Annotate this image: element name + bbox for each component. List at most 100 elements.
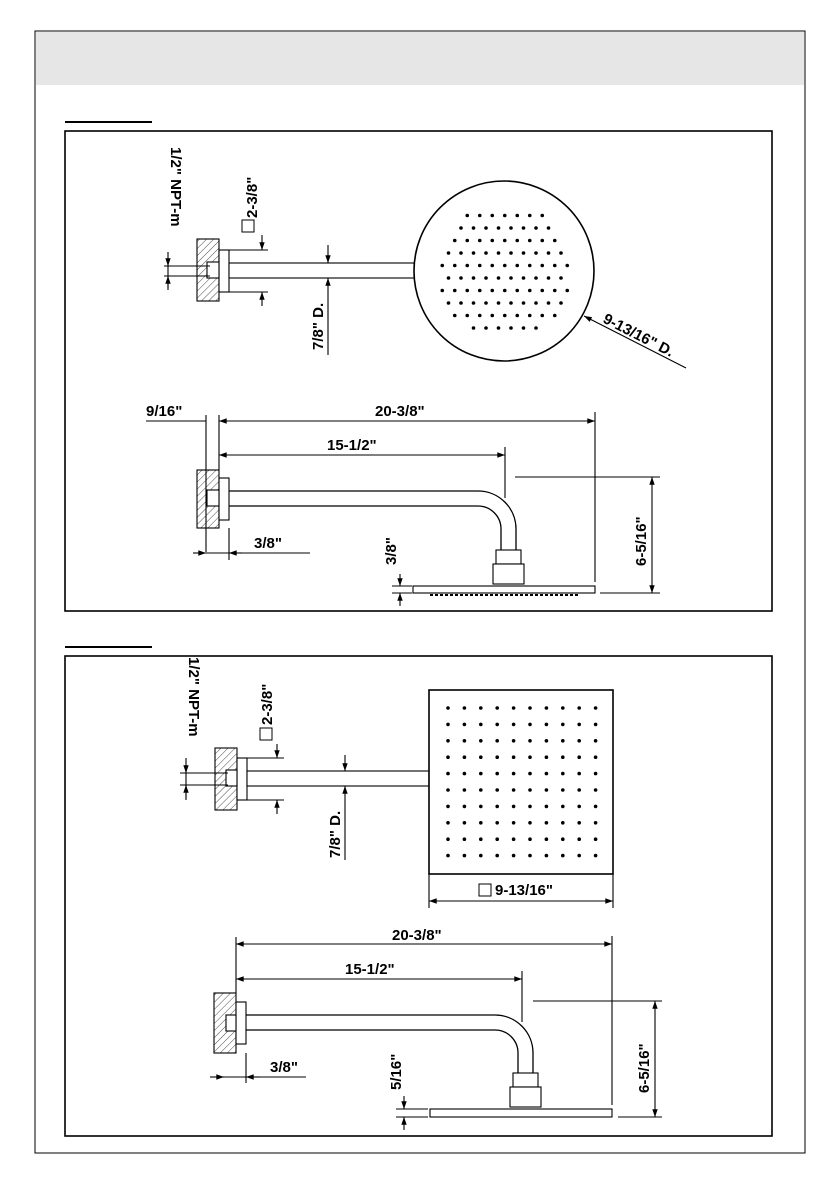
nozzle-hole — [497, 226, 501, 230]
nozzle-hole — [479, 837, 483, 841]
nozzle-hole — [522, 251, 526, 255]
nozzle-hole — [553, 314, 557, 318]
nozzle-hole — [594, 755, 598, 759]
nozzle-hole — [479, 706, 483, 710]
nozzle-hole — [472, 326, 476, 330]
nozzle-hole — [561, 723, 565, 727]
nozzle-hole — [540, 239, 544, 243]
nozzle-hole — [577, 788, 581, 792]
nozzle-hole — [577, 755, 581, 759]
head-thickness-label: 3/8" — [383, 537, 400, 565]
nozzle-hole — [594, 772, 598, 776]
nozzle-hole — [540, 214, 544, 218]
nozzle-hole — [453, 264, 457, 268]
drop-label: 6-5/16" — [633, 516, 650, 566]
nozzle-hole — [528, 239, 532, 243]
nozzle-hole — [465, 289, 469, 293]
nozzle-hole — [463, 706, 467, 710]
panel-round-head: 1/2" NPT-m 2-3/8" 7/8" D. 9-13/16" D. — [65, 122, 772, 611]
nozzle-hole — [512, 854, 516, 858]
nozzle-hole — [528, 706, 532, 710]
nozzle-hole — [484, 326, 488, 330]
nozzle-hole — [559, 301, 563, 305]
nozzle-hole — [472, 251, 476, 255]
nozzle-hole — [490, 289, 494, 293]
nozzle-hole — [503, 289, 507, 293]
top-view — [180, 690, 613, 908]
drop-label: 6-5/16" — [636, 1043, 653, 1093]
nozzle-hole — [512, 755, 516, 759]
nozzle-hole — [472, 276, 476, 280]
nozzle-hole — [577, 723, 581, 727]
nozzle-hole — [512, 837, 516, 841]
nozzle-hole — [512, 821, 516, 825]
arm-length-label: 15-1/2" — [345, 961, 395, 978]
thread-label: 1/2" NPT-m — [167, 147, 184, 227]
head-diameter-label: 9-13/16" D. — [600, 310, 676, 360]
nozzle-hole — [509, 301, 513, 305]
nozzle-hole — [534, 276, 538, 280]
nozzle-hole — [559, 276, 563, 280]
nozzle-hole — [561, 837, 565, 841]
nozzle-hole — [497, 251, 501, 255]
nozzle-hole — [577, 706, 581, 710]
nozzle-hole — [453, 239, 457, 243]
wall-flange — [236, 1002, 246, 1044]
swivel-joint — [510, 1087, 541, 1107]
square-symbol — [242, 220, 254, 232]
nozzle-hole — [440, 289, 444, 293]
arm-diameter-label: 7/8" D. — [327, 811, 344, 858]
nozzle-hole — [528, 314, 532, 318]
arm-length-label: 15-1/2" — [327, 437, 377, 454]
nozzle-hole — [478, 214, 482, 218]
nozzle-hole — [547, 226, 551, 230]
nozzle-hole — [515, 289, 519, 293]
nozzle-hole — [561, 755, 565, 759]
nozzle-hole — [512, 805, 516, 809]
nozzle-hole — [472, 301, 476, 305]
nozzle-hole — [522, 301, 526, 305]
nozzle-hole — [463, 821, 467, 825]
nozzle-hole — [478, 314, 482, 318]
nozzle-hole — [561, 739, 565, 743]
wall-flange — [237, 758, 247, 800]
nozzle-hole — [577, 854, 581, 858]
nozzle-hole — [547, 301, 551, 305]
nozzle-hole — [528, 755, 532, 759]
nozzle-hole — [453, 289, 457, 293]
nozzle-hole — [528, 723, 532, 727]
nozzle-hole — [497, 326, 501, 330]
nozzle-hole — [594, 739, 598, 743]
nozzle-hole — [594, 854, 598, 858]
nozzle-hole — [545, 821, 549, 825]
nozzle-hole — [463, 788, 467, 792]
nozzle-hole — [528, 739, 532, 743]
nozzle-hole — [495, 723, 499, 727]
nozzle-hole — [522, 276, 526, 280]
nozzle-hole — [495, 706, 499, 710]
nozzle-hole — [545, 755, 549, 759]
shower-head-profile — [430, 1109, 612, 1117]
nozzle-hole — [463, 772, 467, 776]
nozzle-hole — [509, 276, 513, 280]
arm-nut — [496, 550, 521, 564]
nozzle-hole — [495, 755, 499, 759]
nozzle-hole — [497, 301, 501, 305]
round-shower-head — [414, 181, 594, 361]
thread-label: 1/2" NPT-m — [185, 657, 202, 737]
wall-gap-label: 3/8" — [270, 1059, 298, 1076]
inlet-fitting — [207, 490, 219, 506]
square-symbol — [260, 728, 272, 740]
nozzle-hole — [540, 289, 544, 293]
total-length-label: 20-3/8" — [375, 403, 425, 420]
side-view — [210, 936, 662, 1130]
nozzle-hole — [463, 723, 467, 727]
nozzle-hole — [565, 264, 569, 268]
nozzle-hole — [528, 805, 532, 809]
nozzle-hole — [561, 706, 565, 710]
nozzle-hole — [463, 837, 467, 841]
nozzle-hole — [553, 289, 557, 293]
nozzle-hole — [453, 314, 457, 318]
nozzle-hole — [528, 854, 532, 858]
nozzle-hole — [528, 788, 532, 792]
